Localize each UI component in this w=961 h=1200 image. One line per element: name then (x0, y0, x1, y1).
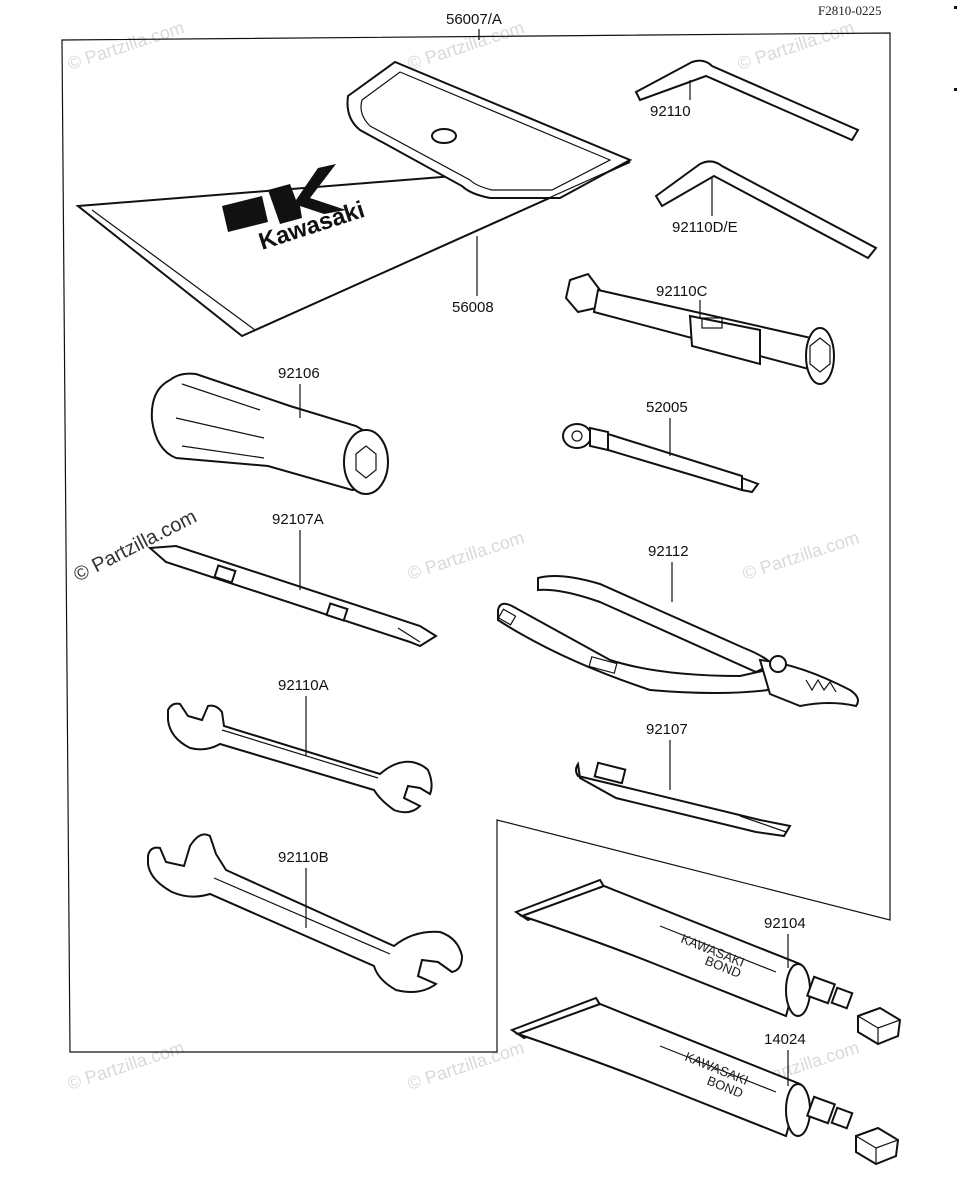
part-label-92110: 92110 (650, 103, 691, 120)
set-frame (61, 32, 891, 1053)
open-end-wrench-a (167, 702, 433, 814)
part-label-92110de: 92110D/E (672, 219, 738, 236)
watermark-main: © Partzilla.com (70, 506, 200, 587)
part-label-92112: 92112 (648, 543, 689, 560)
tool-bag (75, 60, 633, 338)
part-label-56007a: 56007/A (446, 11, 502, 28)
screwdriver-bit-a (147, 544, 438, 648)
part-label-92110c: 92110C (656, 283, 708, 300)
screwdriver-handle (150, 372, 389, 495)
pliers (497, 575, 859, 708)
watermark-faint: © Partzilla.com (405, 1037, 527, 1094)
screwdriver-bit (575, 761, 792, 838)
watermark-faint: © Partzilla.com (735, 17, 857, 74)
part-label-92107: 92107 (646, 721, 688, 738)
extension-bar (562, 423, 760, 494)
spark-plug-wrench (564, 272, 835, 385)
hex-wrench-1 (634, 59, 860, 142)
part-label-52005: 52005 (646, 399, 688, 416)
part-label-92110a: 92110A (278, 677, 329, 694)
watermark-faint: © Partzilla.com (405, 527, 527, 584)
watermark-faint: © Partzilla.com (65, 17, 187, 74)
diagram-code: F2810-0225 (818, 3, 882, 18)
part-label-92106: 92106 (278, 365, 320, 382)
open-end-wrench-b (147, 833, 464, 993)
watermark-faint: © Partzilla.com (740, 527, 862, 584)
watermark-faint: © Partzilla.com (65, 1037, 187, 1094)
edge-mark (954, 6, 957, 9)
part-label-14024: 14024 (764, 1031, 806, 1048)
hex-wrench-2 (654, 160, 878, 260)
bond-tube-2: KAWASAKI BOND (509, 996, 900, 1166)
bond-tube-1: KAWASAKI BOND (513, 878, 902, 1046)
part-label-92104: 92104 (764, 915, 806, 932)
part-label-92110b: 92110B (278, 849, 329, 866)
edge-mark (954, 88, 957, 91)
part-label-56008: 56008 (452, 299, 494, 316)
part-label-92107a: 92107A (272, 511, 324, 528)
